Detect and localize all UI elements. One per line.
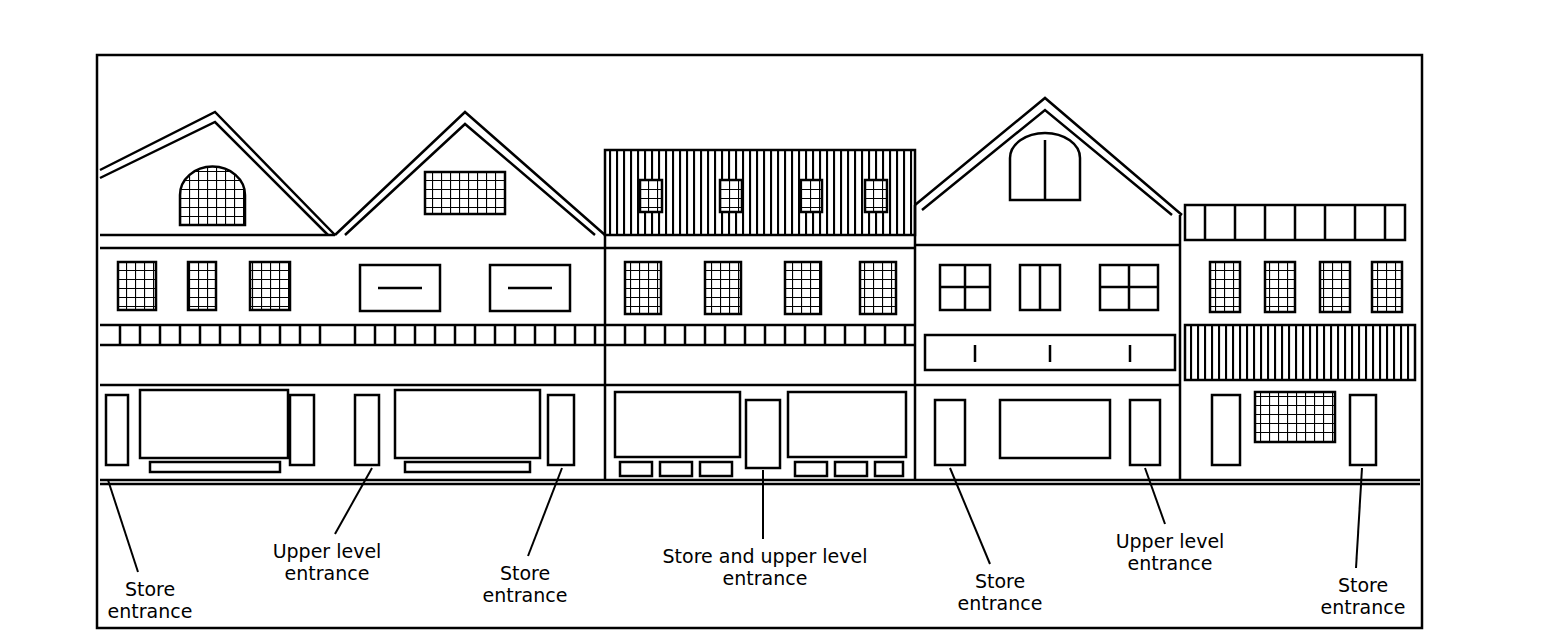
- entrance-label: Upper level entrance: [262, 540, 392, 584]
- entrance-label: Store entrance: [945, 570, 1055, 614]
- entrance-label: Upper level entrance: [1105, 530, 1235, 574]
- entrance-label: Store and upper level entrance: [640, 545, 890, 589]
- building: [915, 98, 1182, 465]
- illustration-lines: [97, 55, 1422, 628]
- building: [100, 112, 335, 472]
- entrance-label: Store entrance: [100, 578, 200, 622]
- entrance-label: Store entrance: [470, 562, 580, 606]
- entrance-label: Store entrance: [1310, 574, 1416, 618]
- building: [605, 150, 915, 480]
- building: [335, 112, 605, 472]
- frame: [97, 55, 1422, 628]
- building: [1180, 205, 1415, 480]
- sidewalk-line: [100, 480, 1420, 484]
